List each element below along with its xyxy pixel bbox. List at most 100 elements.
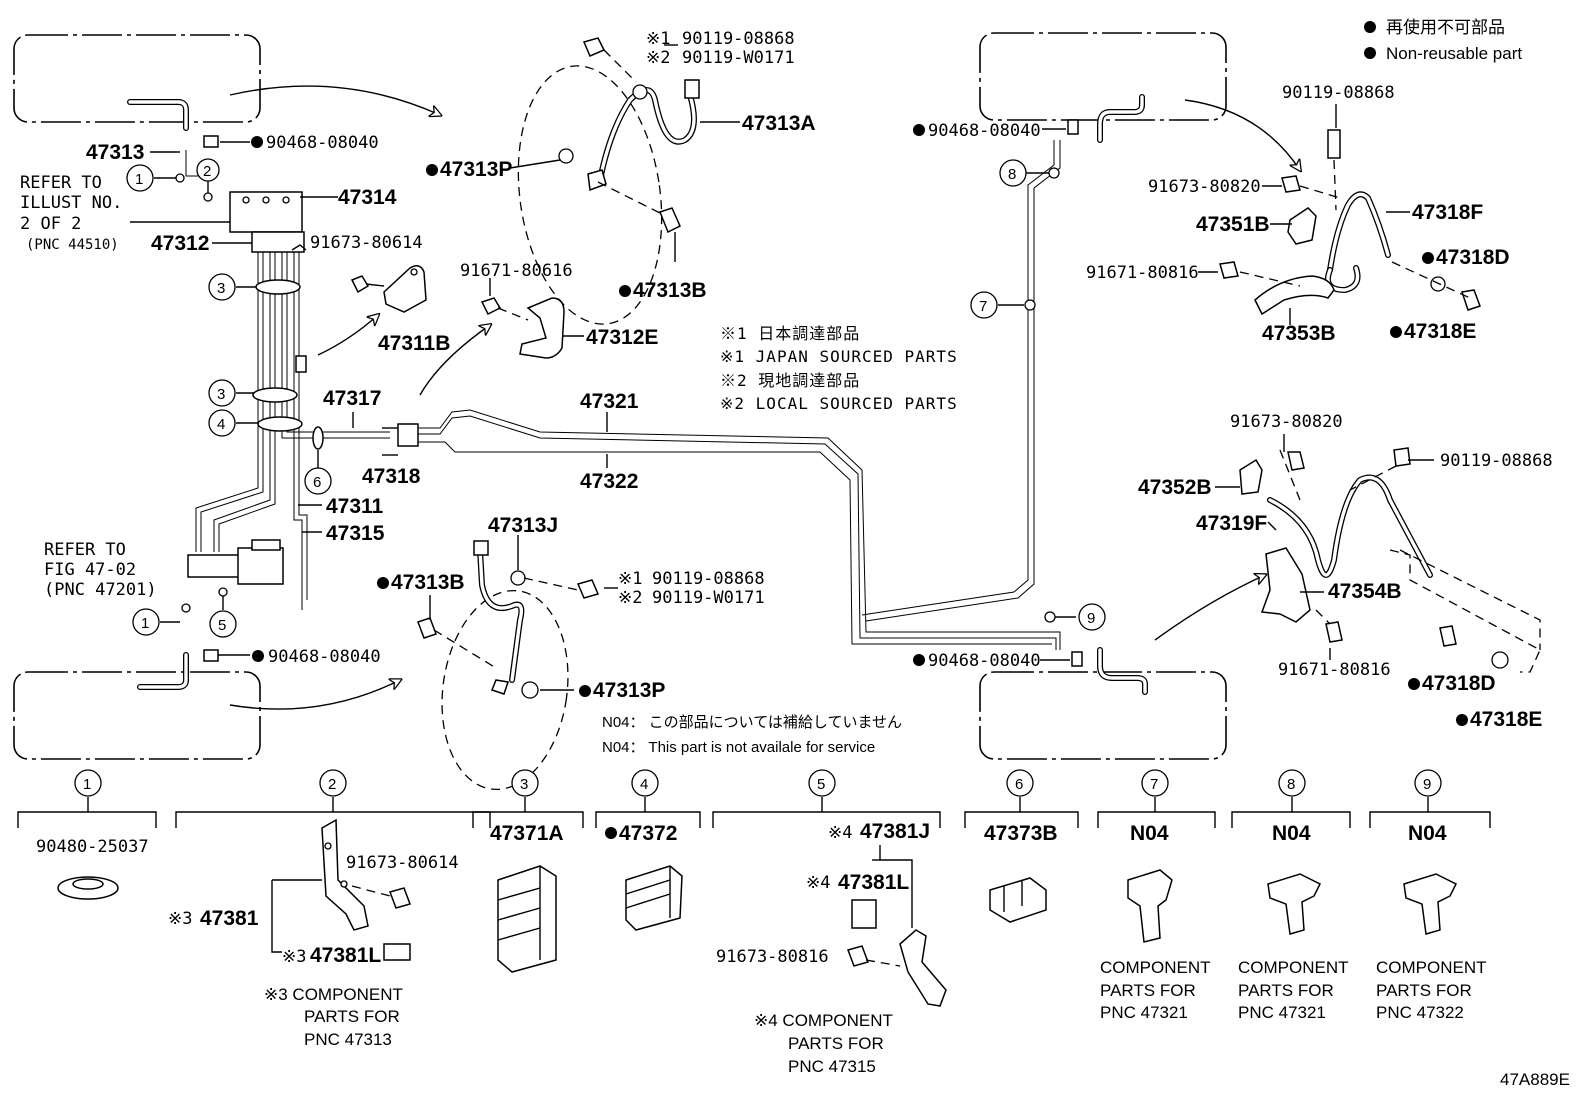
bolt-91671-80616	[480, 297, 502, 316]
note-1-en: ※1 JAPAN SOURCED PARTS	[720, 347, 958, 366]
comp-9-cap-2: PARTS FOR	[1376, 981, 1472, 1000]
bolt-47313B-bottom	[417, 617, 437, 639]
comp-5-part-b: 47381L	[838, 871, 909, 894]
label-90119-W0171-a: 90119-W0171	[682, 48, 795, 68]
label-47318E-b: 47318E	[1470, 708, 1542, 731]
non-reusable-dot-icon	[605, 827, 617, 839]
non-reusable-dot-icon	[1456, 714, 1468, 726]
label-47313A: 47313A	[742, 112, 816, 135]
label-90119-08868-a: 90119-08868	[682, 29, 795, 49]
note-2-en: ※2 LOCAL SOURCED PARTS	[720, 394, 958, 413]
non-reusable-dot-icon	[579, 685, 591, 697]
bolt-91671-80816-r2	[1325, 621, 1343, 643]
label-47322: 47322	[580, 470, 638, 493]
clamp-47373B-icon	[989, 877, 1047, 923]
comp-5-cap-1: ※4 COMPONENT	[754, 1011, 893, 1030]
comp-2-cap-3: PNC 47313	[304, 1030, 392, 1049]
callout-3-upper: 3	[217, 280, 225, 297]
note-1-jp: ※1 日本調達部品	[720, 324, 860, 343]
bolt-91673-80614	[350, 275, 370, 294]
ref-fig-line2: FIG 47-02	[44, 560, 136, 580]
hose-assembly-47313J	[417, 540, 600, 791]
non-reusable-dot-icon	[1364, 21, 1376, 33]
mark-1-bottom: ※1	[618, 569, 642, 589]
label-90119-W0171-b: 90119-W0171	[652, 588, 765, 608]
comp-5-mark-a: ※4	[828, 823, 852, 843]
ref-fig-line3: (PNC 47201)	[44, 580, 157, 600]
bracket-47381J-icon	[899, 929, 947, 1007]
comp-1-part: 90480-25037	[36, 837, 149, 857]
ref-box-top-left	[13, 34, 261, 123]
non-reusable-dot-icon	[913, 654, 925, 666]
clip-icon	[203, 649, 219, 662]
label-47318F: 47318F	[1412, 201, 1483, 224]
index-9: 9	[1423, 776, 1431, 793]
callout-6: 6	[313, 474, 321, 491]
labels-center: ※1 90119-08868 ※2 90119-W0171 47313A 473…	[377, 29, 958, 756]
label-47351B: 47351B	[1196, 213, 1270, 236]
bolt-91671-80816-r	[1219, 261, 1239, 279]
label-47353B: 47353B	[1262, 322, 1336, 345]
comp-2-mark-a: ※3	[168, 909, 192, 929]
comp-4-part: 47372	[619, 822, 677, 845]
ref-illust-line1: REFER TO	[20, 173, 102, 193]
bolt-90119-08868-r2	[1393, 447, 1411, 467]
bracket-47354B	[1260, 547, 1311, 623]
comp-5-bolt: 91673-80816	[716, 947, 829, 967]
bracket-47351B	[1287, 207, 1317, 245]
bracket-47352B	[1239, 458, 1263, 495]
leader-lines	[130, 44, 1434, 691]
clip-n04-icon-7	[1127, 869, 1173, 943]
washer-47318E-bottom	[1491, 651, 1509, 669]
label-90119-08868-b: 90119-08868	[652, 569, 765, 589]
index-7: 7	[1150, 776, 1158, 793]
label-47314: 47314	[338, 186, 397, 209]
comp-7-cap-1: COMPONENT	[1100, 958, 1211, 977]
mark-1-top: ※1	[646, 29, 670, 49]
ref-box-top-right	[979, 32, 1227, 121]
index-3: 3	[520, 776, 528, 793]
clip-icon	[1067, 119, 1079, 135]
rear-right-hose-assembly	[1219, 129, 1481, 316]
label-47315: 47315	[326, 522, 385, 545]
comp-9-part: N04	[1408, 822, 1447, 845]
callout-4: 4	[217, 416, 225, 433]
label-47352B: 47352B	[1138, 476, 1212, 499]
label-47318D-b: 47318D	[1422, 672, 1496, 695]
label-91671-80816-b: 91671-80816	[1278, 660, 1391, 680]
fitting-block-47312	[251, 231, 305, 253]
ref-box-bottom-left	[13, 671, 261, 760]
non-reusable-dot-icon	[1364, 47, 1376, 59]
labels-right: 90468-08040 90468-08040 90119-08868 9167…	[913, 83, 1553, 731]
non-reusable-dot-icon	[1422, 252, 1434, 264]
label-90119-08868-c: 90119-08868	[1282, 83, 1395, 103]
label-47313B-a: 47313B	[633, 279, 707, 302]
bolt-91673-80816-icon	[847, 945, 869, 967]
bolt-90119-08868-r	[1327, 129, 1341, 159]
comp-2-cap-2: PARTS FOR	[304, 1007, 400, 1026]
clamp-47372-icon	[625, 865, 683, 931]
label-90468-08040-d: 90468-08040	[928, 651, 1041, 671]
non-reusable-dot-icon	[251, 136, 263, 148]
mark-2-top: ※2	[646, 48, 670, 68]
comp-8-part: N04	[1272, 822, 1311, 845]
clip-icon	[1071, 651, 1083, 667]
joint-47318	[397, 423, 419, 447]
detail-ellipse-bottom	[441, 589, 569, 791]
bolt-47313B-top	[659, 207, 681, 234]
comp-5-cap-3: PNC 47315	[788, 1057, 876, 1076]
label-90468-08040-a: 90468-08040	[266, 133, 379, 153]
label-47318D-a: 47318D	[1436, 246, 1510, 269]
legend-en: Non-reusable part	[1386, 44, 1522, 63]
non-reusable-dot-icon	[1408, 678, 1420, 690]
non-reusable-dot-icon	[377, 577, 389, 589]
callout-3-lower: 3	[217, 386, 225, 403]
legend-jp: 再使用不可部品	[1386, 17, 1505, 37]
callout-9: 9	[1087, 610, 1095, 627]
detail-ellipse-top	[517, 65, 663, 325]
label-47354B: 47354B	[1328, 580, 1402, 603]
label-47321: 47321	[580, 390, 639, 413]
comp-3-part: 47371A	[490, 822, 564, 845]
bracket-47381-icon	[321, 818, 369, 931]
